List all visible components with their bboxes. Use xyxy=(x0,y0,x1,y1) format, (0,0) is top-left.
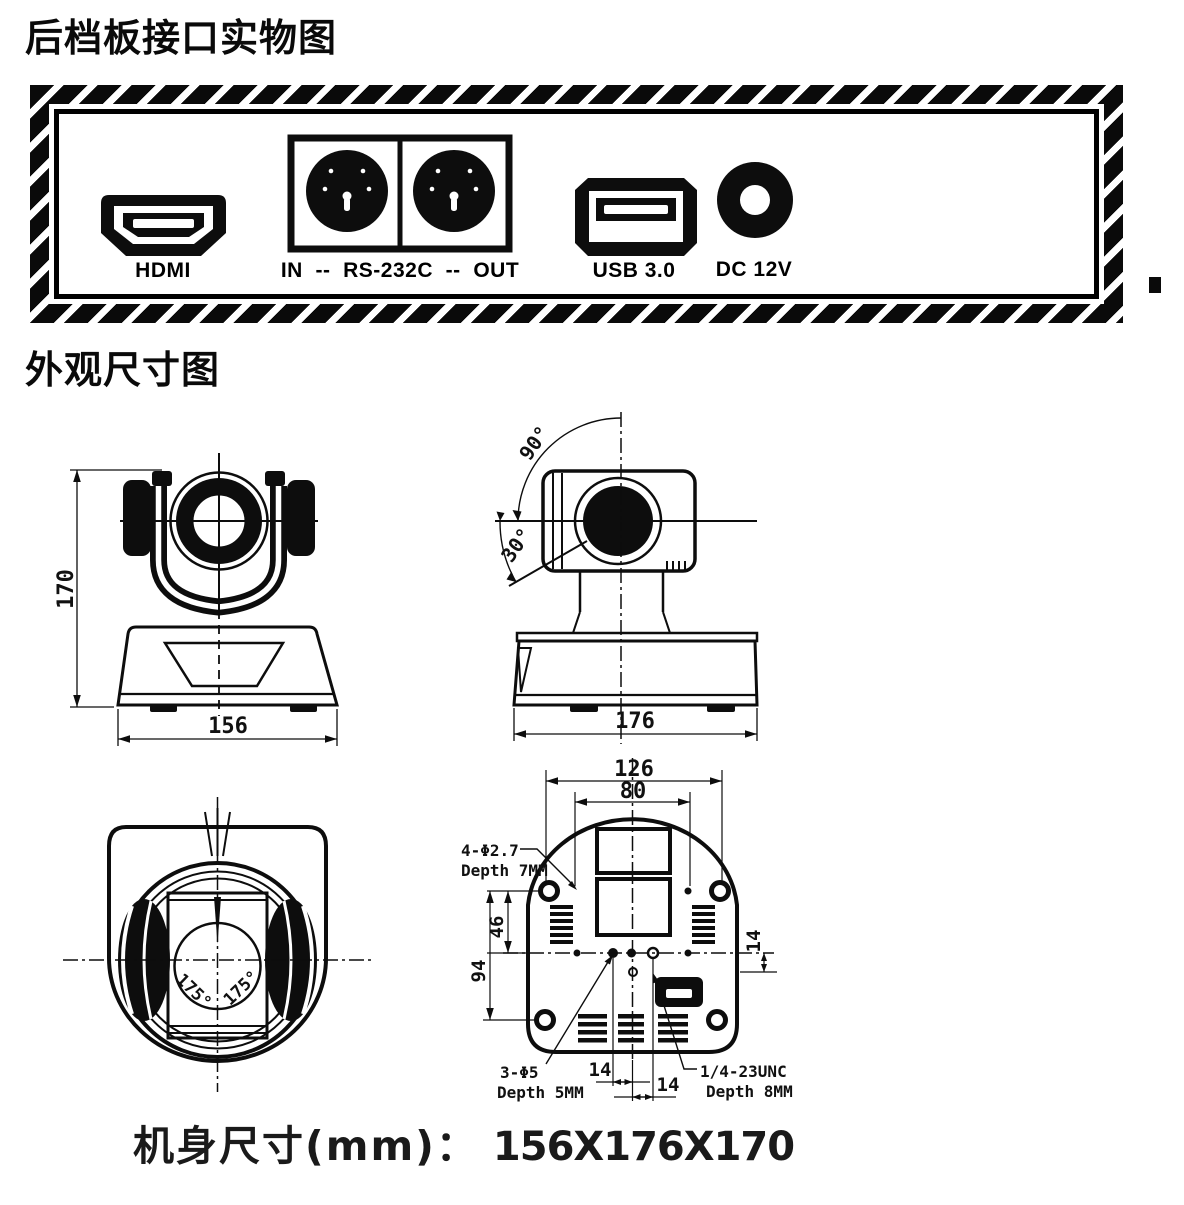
section-title-rear-panel: 后档板接口实物图 xyxy=(25,18,338,60)
rear-panel-ports-graphic: HDMI xyxy=(101,134,793,282)
vent-slots-upper xyxy=(550,905,715,944)
dim-46: 46 xyxy=(486,916,508,939)
rs232c-port-icon xyxy=(287,134,513,253)
bottom-view-drawing: 126 80 46 94 14 14 14 4- xyxy=(461,757,793,1102)
body-size-caption: 机身尺寸(mm)： 156X176X170 xyxy=(133,1112,795,1172)
side-view-dimensions: 90° 30° 176 xyxy=(496,417,758,741)
tripod-mount xyxy=(655,977,703,1007)
note-bottom-holes-line2: Depth 5MM xyxy=(497,1083,584,1102)
usb-label: USB 3.0 xyxy=(593,259,676,282)
panel-edge-notch xyxy=(1149,277,1161,293)
rs232c-label: IN -- RS-232C -- OUT xyxy=(281,259,519,282)
section-title-dimensions: 外观尺寸图 xyxy=(25,350,221,392)
dim-14-a: 14 xyxy=(589,1059,612,1081)
angle-pan-right: 175° xyxy=(220,967,263,1010)
usb-port-icon xyxy=(575,178,697,256)
dim-94: 94 xyxy=(468,960,490,983)
note-tripod-line1: 1/4-23UNC xyxy=(700,1062,787,1081)
angle-90: 90° xyxy=(514,421,554,464)
hdmi-port-icon xyxy=(101,195,226,256)
front-view-drawing: 170 156 xyxy=(54,453,339,746)
side-view-drawing: 90° 30° 176 xyxy=(495,412,759,744)
body-size-value: 156X176X170 xyxy=(492,1124,795,1170)
bottom-view-camera xyxy=(503,758,774,1060)
vent-slots-lower xyxy=(578,1014,688,1043)
dim-width-156: 156 xyxy=(208,714,248,739)
rear-panel-face: HDMI xyxy=(54,109,1099,299)
front-view-camera xyxy=(116,453,339,716)
top-view-drawing: 175° 175° xyxy=(63,797,372,1092)
angle-pan-left: 175° xyxy=(172,970,215,1013)
rear-panel-diagram: HDMI xyxy=(30,85,1161,323)
top-view-camera xyxy=(63,797,372,1092)
dim-depth-176: 176 xyxy=(615,709,655,734)
side-view-camera xyxy=(495,412,759,744)
dim-height-170: 170 xyxy=(54,569,79,609)
dim-14-side: 14 xyxy=(743,930,765,953)
angle-30: 30° xyxy=(496,523,536,566)
note-tripod-line2: Depth 8MM xyxy=(706,1082,793,1101)
body-size-label: 机身尺寸(mm)： xyxy=(133,1122,479,1170)
note-bottom-holes-line1: 3-Φ5 xyxy=(500,1063,539,1082)
dim-14-b: 14 xyxy=(657,1074,680,1096)
din-pins-right xyxy=(429,168,479,211)
dim-126: 126 xyxy=(614,757,654,782)
note-top-holes-line2: Depth 7MM xyxy=(461,861,548,880)
dc-label: DC 12V xyxy=(716,258,793,281)
front-view-dimensions: 170 156 xyxy=(54,469,338,746)
dim-80: 80 xyxy=(620,779,647,804)
din-pins-left xyxy=(322,168,372,211)
note-top-holes-line1: 4-Φ2.7 xyxy=(461,841,519,860)
hdmi-label: HDMI xyxy=(135,259,191,282)
dc-jack-icon xyxy=(717,162,793,238)
bottom-view-dimensions: 126 80 46 94 14 14 14 4- xyxy=(461,757,793,1102)
